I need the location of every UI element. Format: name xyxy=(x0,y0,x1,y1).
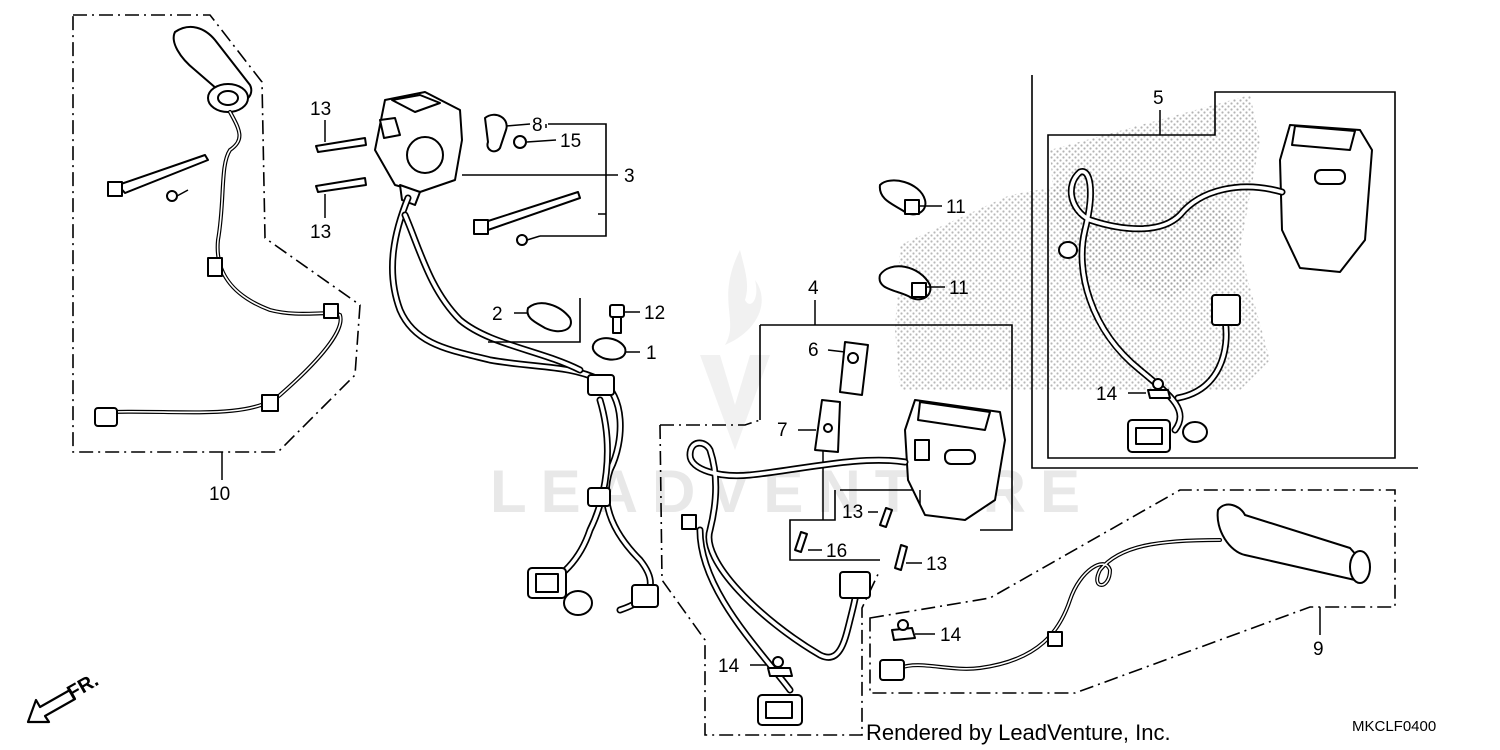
left-grip-heater xyxy=(94,25,343,427)
right-grip-heater xyxy=(1216,503,1371,584)
band-11-lower xyxy=(878,265,932,301)
watermark-logo xyxy=(700,250,770,450)
group-9-outline xyxy=(869,489,1396,694)
callout-15: 15 xyxy=(560,131,581,152)
callout-4: 4 xyxy=(808,278,819,299)
group-2-box xyxy=(488,298,581,343)
screw-13-a xyxy=(879,507,893,528)
diagram-code: MKCLF0400 xyxy=(1352,718,1436,735)
clamp-2 xyxy=(526,302,572,333)
callout-9: 9 xyxy=(1313,639,1324,660)
callout-16: 16 xyxy=(826,541,847,562)
cable-tie-left xyxy=(107,154,209,202)
callout-11-lower: 11 xyxy=(949,278,969,299)
callout-5: 5 xyxy=(1153,88,1164,109)
screw-13-b xyxy=(894,544,908,571)
group-16-box xyxy=(789,490,880,561)
frame-5-outer xyxy=(1031,75,1418,469)
left-harness-connectors xyxy=(527,374,659,616)
clip-14-lower xyxy=(891,619,916,641)
left-switch-housing xyxy=(374,91,463,206)
callout-1: 1 xyxy=(646,343,657,364)
render-credit: Rendered by LeadVenture, Inc. xyxy=(866,720,1171,745)
screw-16 xyxy=(794,531,808,553)
right-switch-housing-5 xyxy=(1279,124,1373,273)
callout-7: 7 xyxy=(777,420,788,441)
callout-14-lower: 14 xyxy=(940,625,962,646)
callout-13-left: 13 xyxy=(310,222,331,243)
callout-13-low: 13 xyxy=(926,554,947,575)
callout-12: 12 xyxy=(644,303,665,324)
clip-14-upper xyxy=(1147,378,1171,399)
left-switch-screws xyxy=(315,137,367,193)
holder-1 xyxy=(591,337,627,361)
connectors-5 xyxy=(1058,241,1241,453)
callout-3: 3 xyxy=(624,166,635,187)
bolt-12 xyxy=(609,304,625,334)
callout-2: 2 xyxy=(492,304,503,325)
clip-14-right xyxy=(767,656,793,677)
callout-14-left: 14 xyxy=(718,656,740,677)
group-10-outline xyxy=(72,14,361,453)
right-switch-housing xyxy=(904,399,1006,521)
callout-8: 8 xyxy=(532,115,543,136)
group-4-box xyxy=(760,324,1013,531)
callout-10: 10 xyxy=(209,484,230,505)
left-harness-wire xyxy=(388,194,654,614)
callout-11-upper: 11 xyxy=(946,197,966,218)
grip-connector-9 xyxy=(879,631,1063,681)
callout-6: 6 xyxy=(808,340,819,361)
cable-tie-3 xyxy=(473,191,581,246)
callout-14-upper: 14 xyxy=(1096,384,1118,405)
front-direction-arrow-icon xyxy=(26,688,77,724)
group-5-box xyxy=(1047,91,1396,459)
band-11-upper xyxy=(878,179,927,216)
group-3-bracket xyxy=(540,123,607,237)
callout-13-mid: 13 xyxy=(842,502,863,523)
switch-cover-6 xyxy=(839,341,869,396)
right-harness-connectors xyxy=(681,514,871,726)
switch-plate-7 xyxy=(814,399,841,453)
group-4-dashed-outline xyxy=(659,419,881,736)
wire-clip-8 xyxy=(484,113,527,153)
callout-13-top: 13 xyxy=(310,99,331,120)
